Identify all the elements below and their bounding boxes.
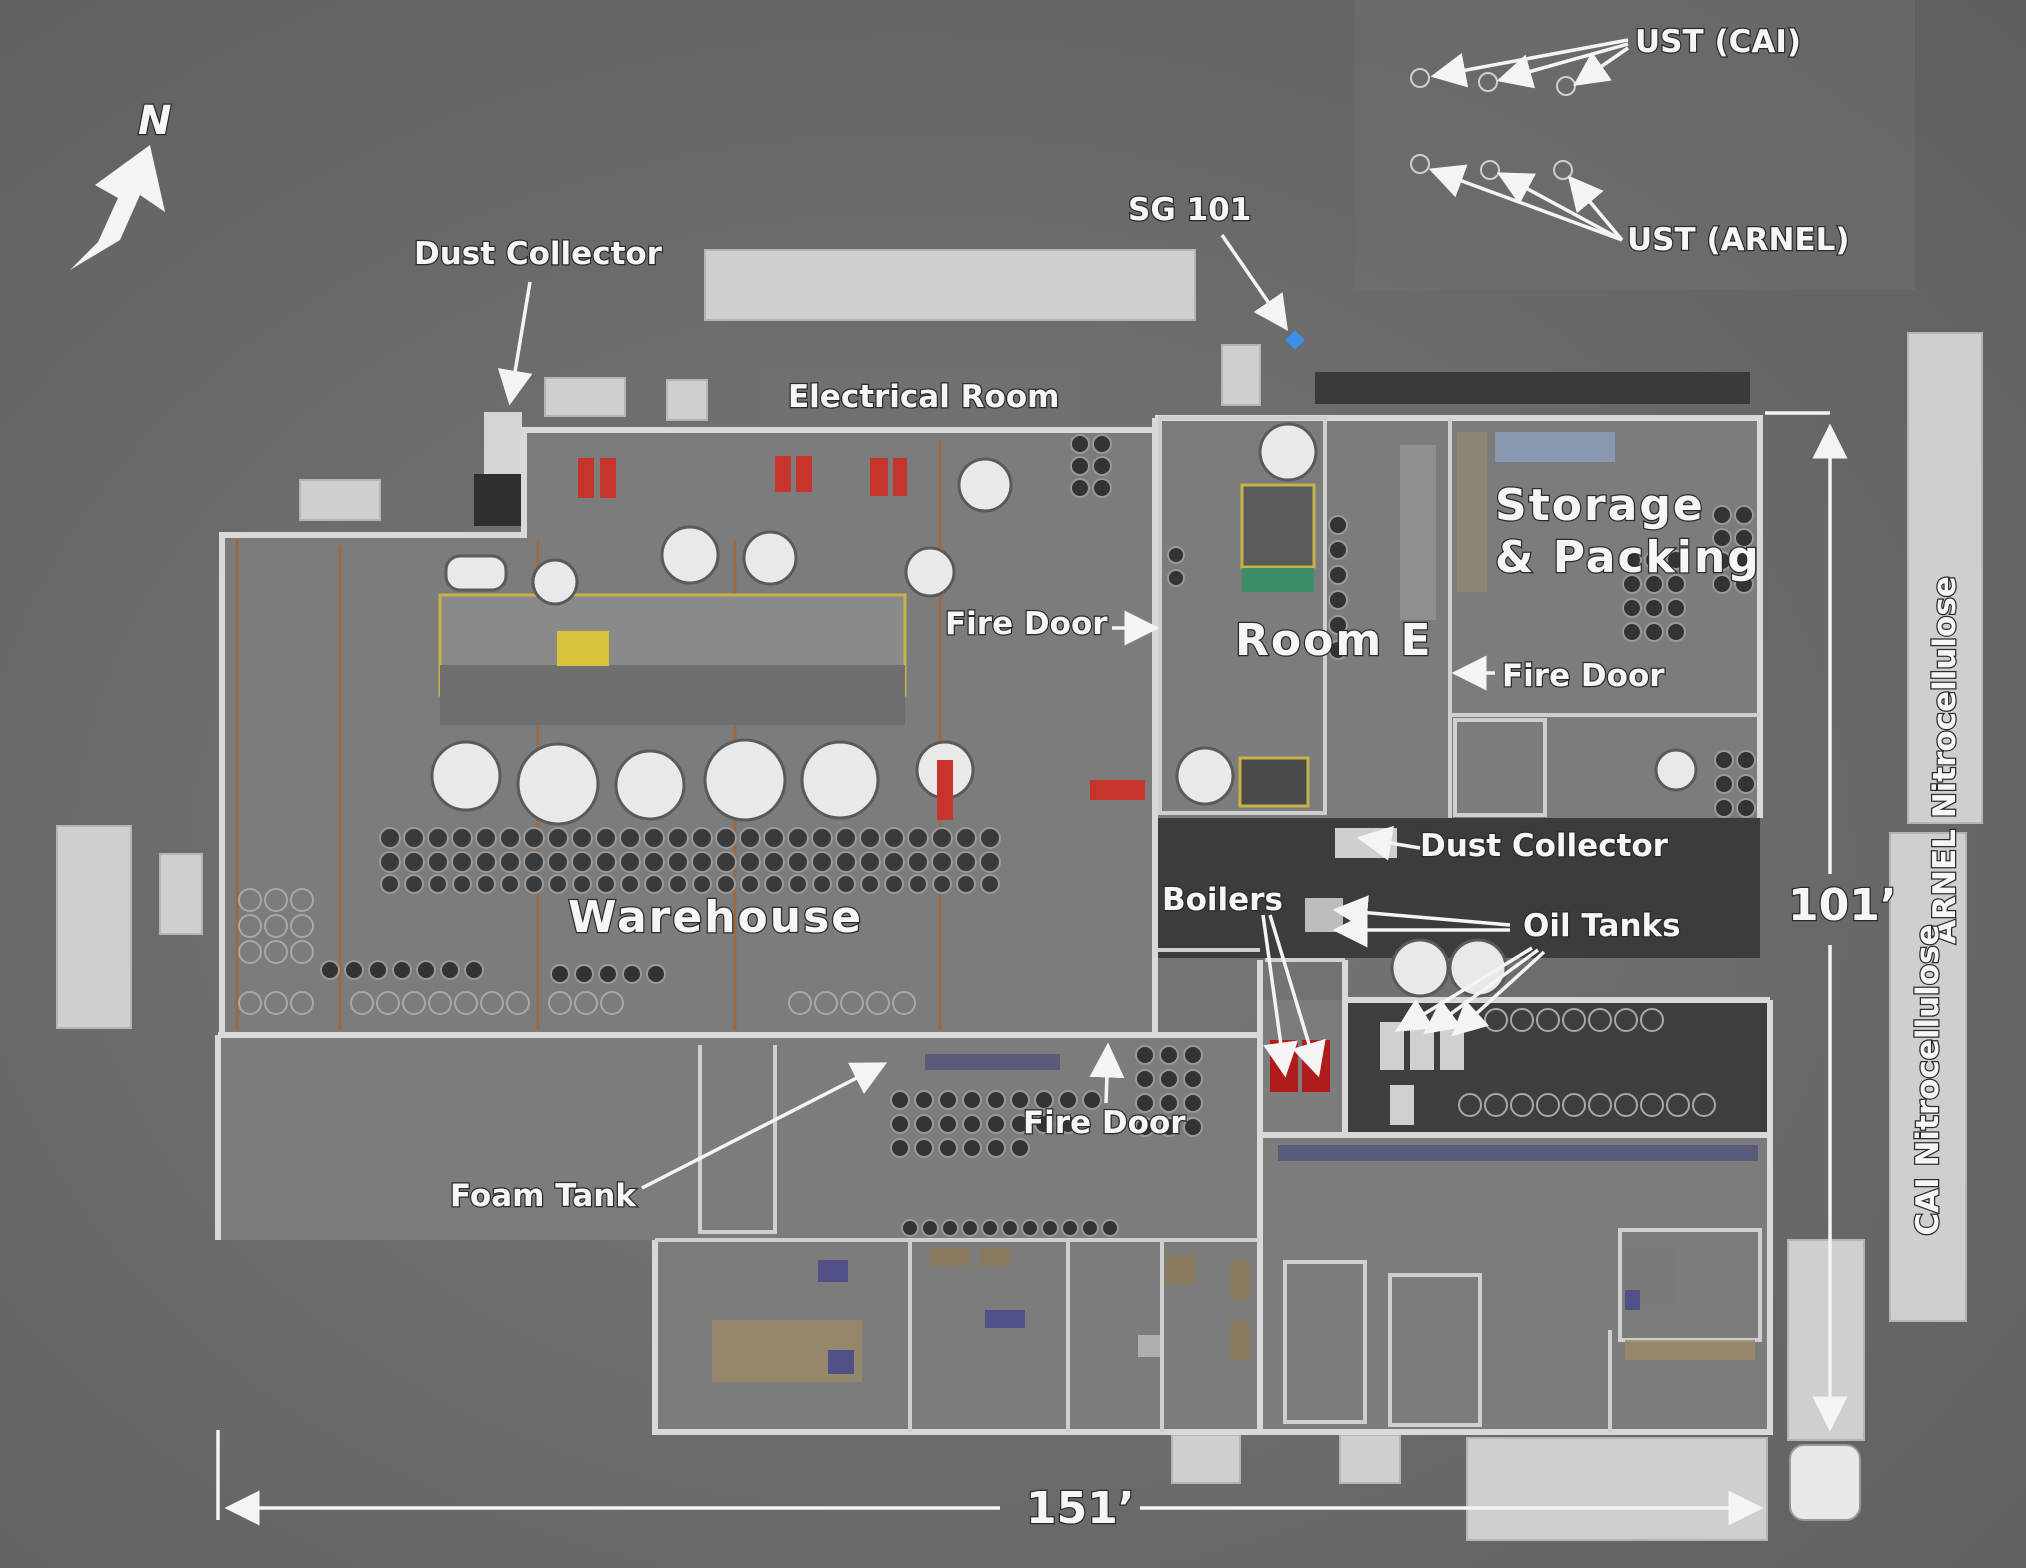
dust-collector-e-label: Dust Collector: [1420, 828, 1669, 864]
process-conveyor: [440, 665, 905, 725]
sg101-label: SG 101: [1128, 192, 1251, 228]
dust-collector-base: [474, 474, 524, 526]
storage-table: [1495, 432, 1615, 462]
office-furniture: [712, 1248, 1755, 1382]
callout-arrows: [497, 38, 1629, 1190]
cai-nitrocellulose-pad: [1889, 832, 1967, 1322]
fire-door-label-2: Fire Door: [1502, 658, 1665, 694]
small-pad-2: [666, 379, 708, 421]
north-label: N: [138, 98, 171, 144]
oil-tanks-label: Oil Tanks: [1523, 908, 1681, 944]
yellow-stair: [557, 631, 609, 666]
warehouse-tanks: [430, 422, 1698, 998]
arnel-nitrocellulose-pad: [1907, 332, 1983, 824]
loading-apron: [1466, 1437, 1768, 1541]
storage-packing-label-1: Storage: [1495, 480, 1705, 531]
small-pad-4: [1221, 344, 1261, 406]
north-pad: [704, 249, 1196, 321]
storage-packing-label-2: & Packing: [1495, 532, 1761, 583]
dust-collector-nw-label: Dust Collector: [414, 236, 663, 272]
north-arrow-icon: [70, 145, 165, 270]
room-e-green-pad: [1242, 568, 1314, 592]
cai-nitrocellulose-label: CAI Nitrocellulose: [1910, 924, 1946, 1235]
storage-shelf: [1457, 432, 1487, 592]
dimension-101-label: 101’: [1788, 880, 1897, 931]
fire-door-label-1: Fire Door: [945, 606, 1108, 642]
sg101-marker: [1285, 330, 1305, 350]
ust-arnel-label: UST (ARNEL): [1627, 222, 1850, 258]
building-walls: [215, 415, 1773, 1435]
ust-tanks: [1410, 68, 1576, 180]
electrical-room-box: [760, 367, 1080, 427]
small-pad-3: [299, 479, 381, 521]
truck-trailer: [1787, 1239, 1865, 1441]
boilers-label: Boilers: [1162, 882, 1283, 918]
step-1: [1171, 1434, 1241, 1484]
room-e-skid: [1238, 756, 1310, 808]
small-pad-1: [544, 377, 626, 417]
dust-collector-unit: [484, 412, 522, 474]
dimension-lines: [216, 411, 1848, 1526]
foam-tank-label: Foam Tank: [450, 1178, 637, 1214]
pallet-row: [1278, 1145, 1758, 1161]
room-e-label: Room E: [1235, 615, 1433, 666]
arnel-nitrocellulose-label: ARNEL Nitrocellulose: [1927, 576, 1963, 944]
drum-rows: [238, 434, 1758, 1237]
truck-cab: [1789, 1444, 1861, 1521]
ust-yard: [1355, 0, 1915, 290]
west-pad-small: [159, 853, 203, 935]
pallet-row-2: [925, 1054, 1060, 1070]
room-e-rack: [1400, 445, 1436, 620]
step-2: [1339, 1434, 1401, 1484]
dimension-151-label: 151’: [1026, 1483, 1135, 1534]
west-pad: [56, 825, 132, 1029]
electrical-room-label: Electrical Room: [788, 379, 1059, 415]
fire-door-label-3: Fire Door: [1023, 1105, 1186, 1141]
room-e-equipment: [1240, 483, 1316, 569]
ust-cai-label: UST (CAI): [1635, 24, 1801, 60]
north-equipment-strip: [1315, 372, 1750, 404]
warehouse-label: Warehouse: [568, 892, 863, 943]
